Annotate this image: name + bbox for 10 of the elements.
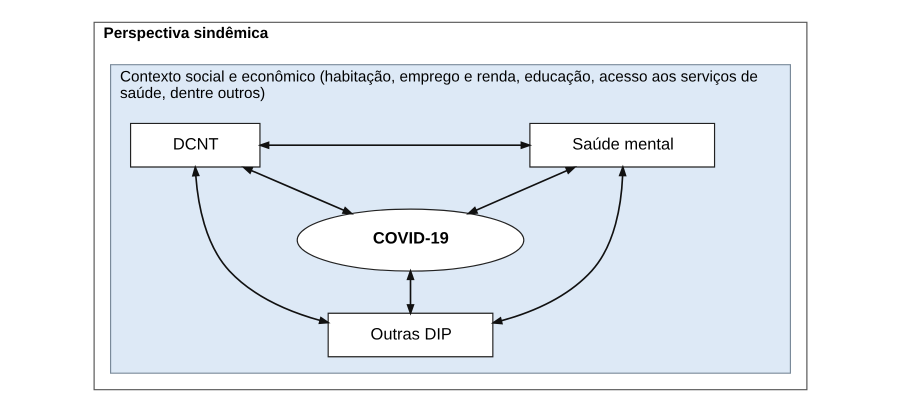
arrow [406,268,414,316]
arrow [191,164,330,324]
node-ellipse: COVID-19 [296,208,524,272]
node-box: Outras DIP [327,312,493,358]
arrow [466,166,576,215]
arrow [240,166,354,215]
arrow [490,164,626,324]
node-box: Saúde mental [528,122,715,168]
arrow [257,141,532,150]
node-box: DCNT [129,122,260,168]
